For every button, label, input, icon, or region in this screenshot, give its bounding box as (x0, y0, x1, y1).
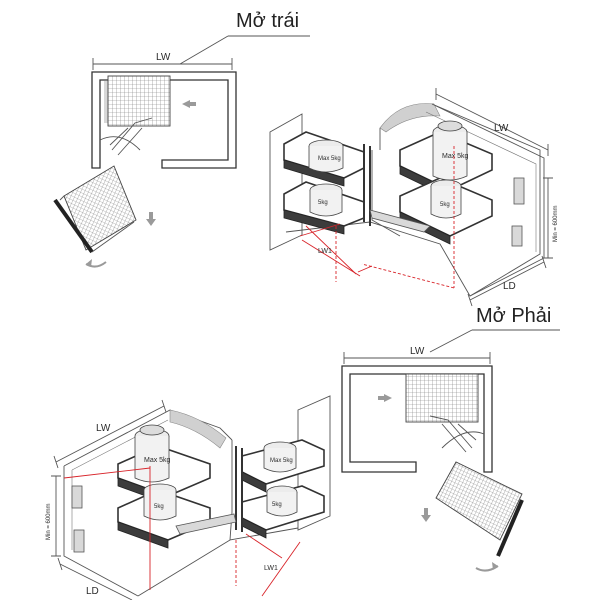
lw-iso-dimension-2 (53, 399, 167, 469)
ld-iso-label-2: LD (86, 586, 99, 597)
basket-label-1: Max 5kg (318, 156, 341, 162)
left-open-title: Mở trái (236, 10, 299, 32)
title-leader-2 (429, 329, 560, 353)
lw-label: LW (156, 52, 171, 63)
red-guides (335, 146, 455, 289)
height-dimension (543, 177, 553, 259)
basket-label-8: 5kg (272, 502, 282, 508)
basket-label-3: Max 5kg (442, 153, 469, 160)
lw-iso-label: LW (494, 123, 509, 134)
lw-label-2: LW (410, 346, 425, 357)
right-open-title: Mở Phải (476, 305, 551, 327)
hinge-top-2 (71, 485, 83, 509)
height-dimension-2 (51, 475, 61, 557)
right-shelf-unit-2: Max 5kg 5kg (235, 439, 325, 539)
lw-iso-dimension (435, 88, 549, 156)
title-leader (179, 35, 310, 65)
left-iso-view: LW LD Min = 600mm Max 5kg (269, 88, 559, 307)
basket-label-4: 5kg (440, 202, 450, 208)
lw-dimension-line (92, 58, 233, 70)
lw-iso-label-2: LW (96, 423, 111, 434)
hinge-bottom (511, 225, 523, 247)
hinge-bottom-2 (73, 529, 85, 553)
red-guides-2 (63, 466, 301, 597)
hinge-top (513, 177, 525, 205)
curved-door-2 (169, 409, 227, 449)
pulled-basket (53, 165, 137, 254)
lw1-guide (299, 223, 373, 277)
slide-rail (369, 209, 431, 233)
height-label-2: Min = 600mm (46, 503, 52, 540)
cabinet-outline-2 (341, 365, 493, 473)
cabinet-right-side (431, 103, 545, 297)
arrow-left-icon (182, 100, 196, 108)
ld-iso-label: LD (503, 281, 516, 292)
ld-iso-dimension-2 (57, 557, 133, 600)
arrow-down-icon-2 (421, 508, 431, 522)
basket-label-2: 5kg (318, 200, 328, 206)
basket-front-panel (53, 198, 94, 254)
basket-label-5: Max 5kg (144, 457, 171, 464)
lw-dimension-line-2 (343, 352, 491, 364)
arrow-right-icon (378, 394, 392, 402)
inner-basket (107, 75, 171, 127)
right-plan-view: LW (341, 346, 524, 572)
side-panel-left (269, 113, 303, 251)
inner-basket-2 (405, 373, 479, 423)
arrow-down-icon (146, 212, 156, 226)
pulled-basket-2 (435, 461, 524, 557)
cabinet-outline (91, 71, 237, 169)
basket-label-6: 5kg (154, 504, 164, 510)
left-open-section: Mở trái LW (53, 10, 559, 307)
right-iso-view: LW LD Min = 600mm Max 5kg 5k (46, 395, 331, 600)
lw1-label: LW1 (318, 248, 332, 255)
basket-label-7: Max 5kg (270, 458, 293, 464)
right-open-section: Mở Phải LW (46, 305, 560, 600)
slide-rail-2 (175, 513, 237, 535)
lw1-label-2: LW1 (264, 565, 278, 572)
left-shelf-unit: Max 5kg 5kg (283, 131, 371, 235)
swing-arc (99, 136, 141, 151)
height-label: Min = 600mm (553, 205, 559, 242)
ld-iso-dimension (467, 255, 547, 307)
left-plan-view: LW (53, 52, 237, 268)
basket-front-panel-2 (496, 499, 524, 557)
